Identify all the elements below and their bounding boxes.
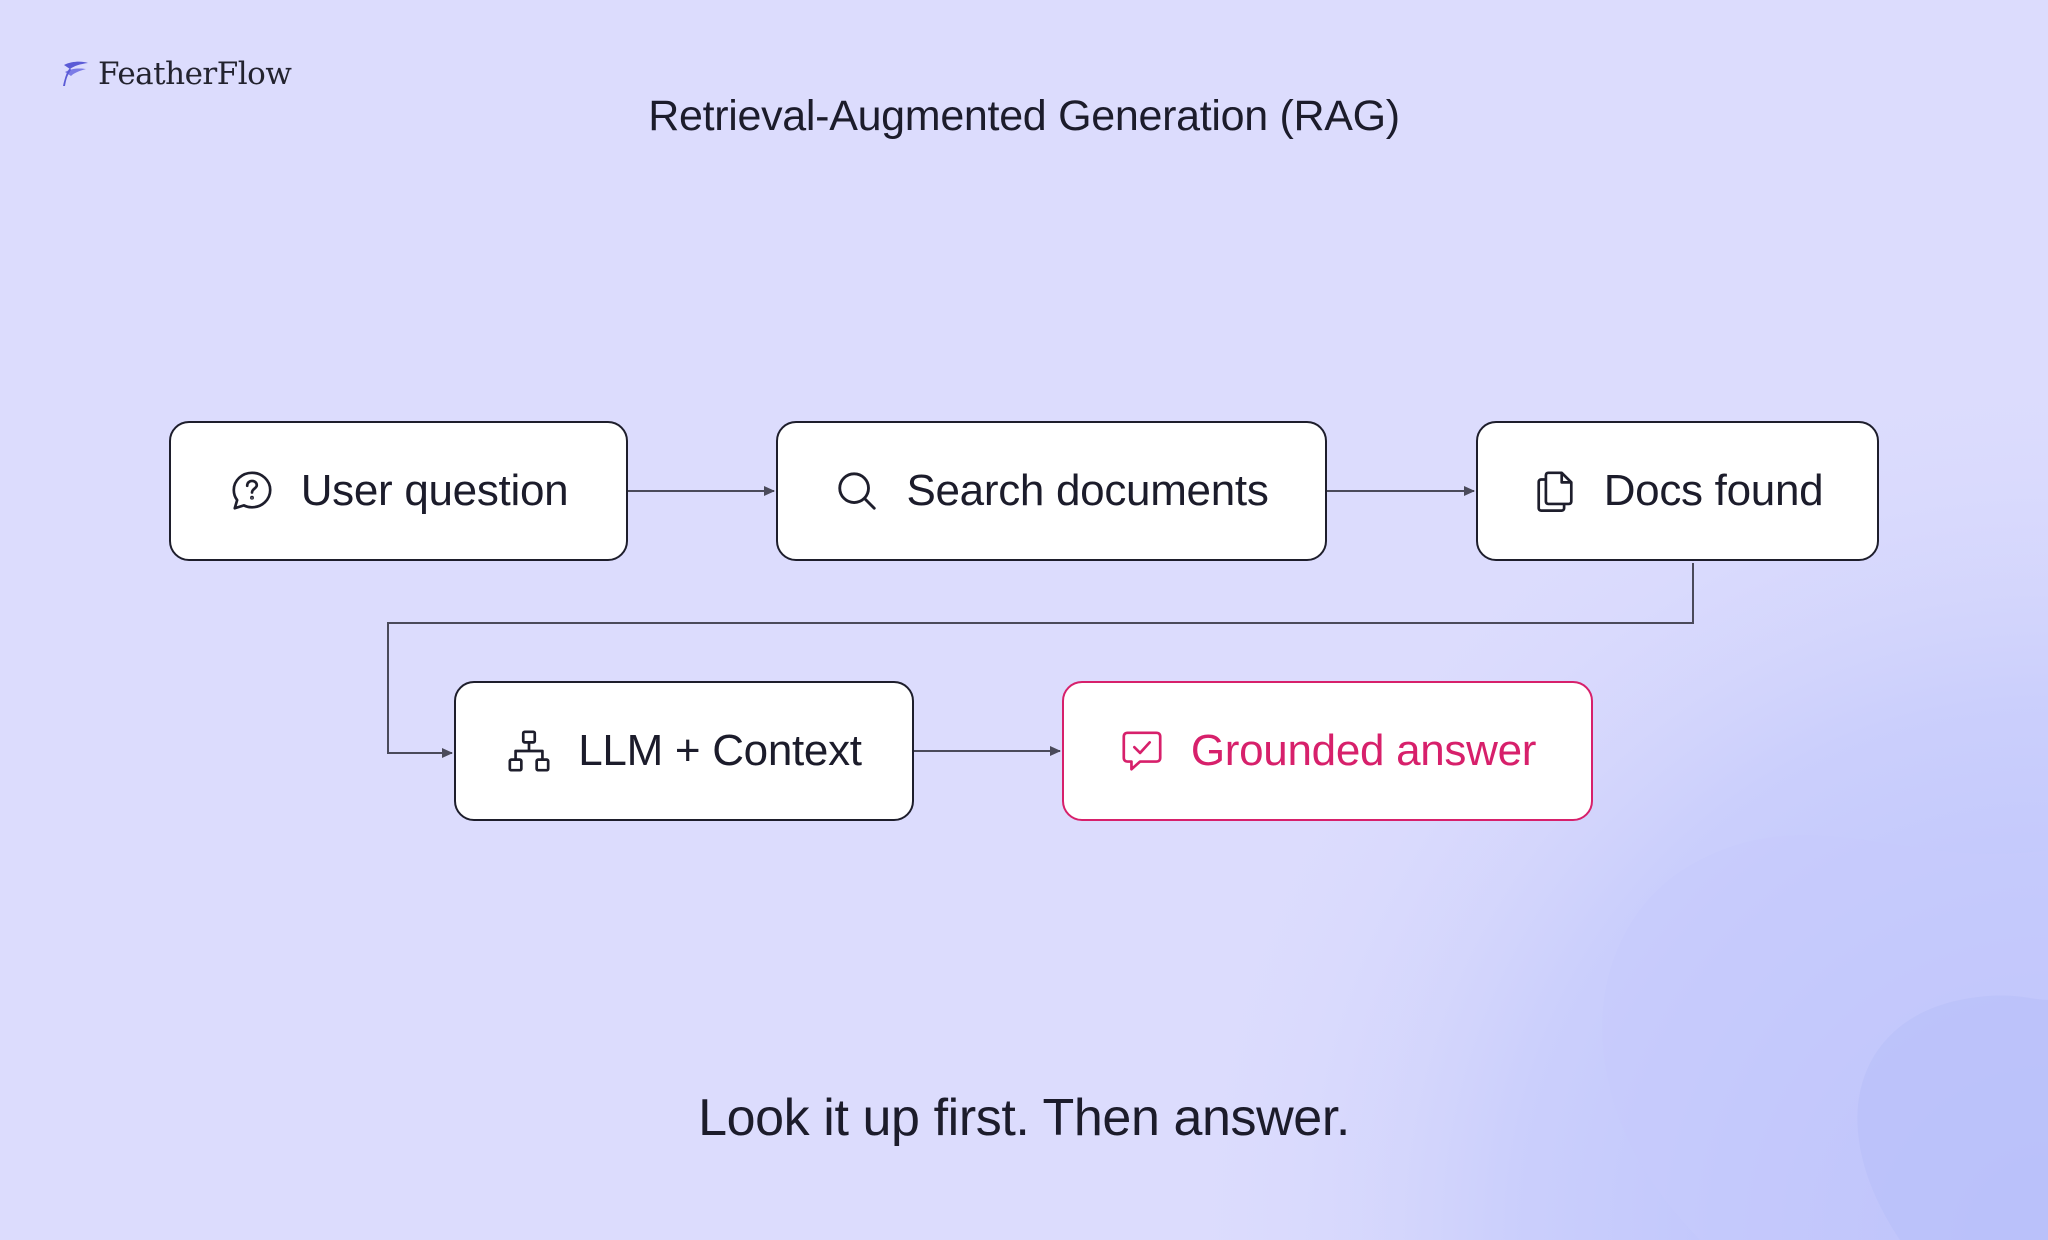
node-label: User question	[300, 466, 569, 515]
node-grounded-answer[interactable]: Grounded answer	[1062, 681, 1593, 821]
node-llm-context[interactable]: LLM + Context	[454, 681, 914, 821]
question-bubble-icon	[232, 471, 272, 510]
brand-logo[interactable]: FeatherFlow	[60, 56, 292, 92]
check-bubble-icon	[1122, 731, 1162, 771]
brand-name: FeatherFlow	[98, 56, 292, 92]
node-label: Search documents	[906, 466, 1269, 515]
network-icon	[508, 730, 550, 772]
node-user-question[interactable]: User question	[169, 421, 628, 561]
node-search-documents[interactable]: Search documents	[776, 421, 1327, 561]
node-label: Grounded answer	[1190, 726, 1537, 775]
tagline: Look it up first. Then answer.	[698, 1089, 1350, 1147]
documents-icon	[1537, 471, 1573, 512]
feather-icon	[63, 61, 88, 86]
node-docs-found[interactable]: Docs found	[1476, 421, 1879, 561]
node-label: Docs found	[1603, 466, 1824, 515]
arrow-docs-to-llm	[387, 563, 1694, 758]
node-label: LLM + Context	[578, 726, 862, 775]
search-icon	[838, 472, 877, 510]
page-title: Retrieval-Augmented Generation (RAG)	[648, 92, 1400, 140]
